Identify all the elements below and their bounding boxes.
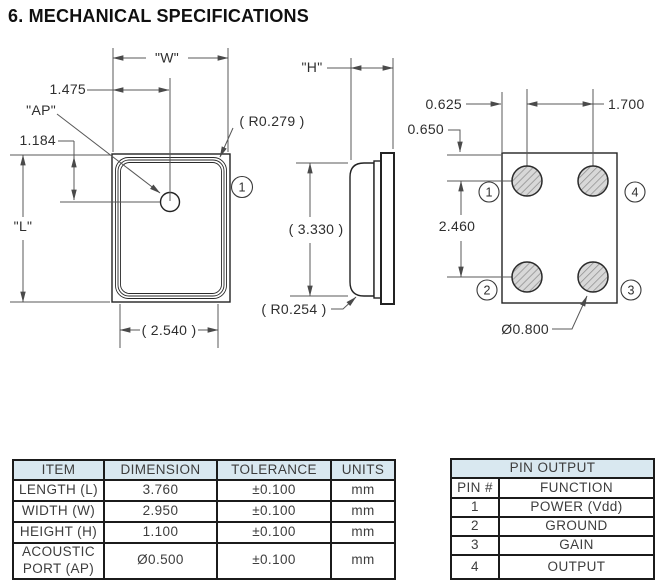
spec-row-height: HEIGHT (H) 1.100 ±0.100 mm [12,521,396,544]
pin-cell-function: POWER (Vdd) [497,497,656,518]
pin-cell-number: 3 [450,535,500,556]
side-extension-lines [290,58,394,297]
pad-balloon-1 [478,181,500,203]
pin-row-1: 1 POWER (Vdd) [450,497,656,518]
pin-header-row: PIN # FUNCTION [450,477,656,499]
spec-header-row: ITEM DIMENSION TOLERANCE UNITS [12,459,396,481]
pad-balloon-2 [476,279,498,301]
spec-cell-dimension: 3.760 [103,479,218,502]
pin-cell-function: GAIN [497,535,656,556]
package-outline [111,153,231,303]
spec-cell-item: LENGTH (L) [12,479,105,502]
pin-cell-number: 4 [450,554,500,580]
seam-strip [373,160,382,299]
base-radius-leader [331,296,357,310]
spec-cell-item: WIDTH (W) [12,500,105,523]
pad-1 [511,165,543,197]
pin-table-title: PIN OUTPUT [449,458,656,479]
base-width-label: ( 2.540 ) [142,322,197,338]
spec-cell-tolerance: ±0.100 [216,521,332,544]
pad-diameter-leader [552,295,588,330]
lid-radius-label: ( R0.279 ) [239,113,304,129]
pin-cell-number: 2 [450,516,500,537]
pin-row-4: 4 OUTPUT [450,554,656,580]
spec-col-header-item: ITEM [12,459,105,481]
pad-balloon-3-label: 3 [628,284,635,298]
pin-col-header-function: FUNCTION [497,477,656,499]
spec-cell-units: mm [330,479,396,502]
pad-balloon-2-label: 2 [484,284,491,298]
spec-cell-units: mm [330,500,396,523]
pin1-balloon-front [230,175,254,199]
spec-cell-item: ACOUSTIC PORT (AP) [12,542,105,580]
side-view: "H" ( 3.330 ) ( R0.254 ) [261,58,395,317]
pad-2 [511,261,543,293]
spec-cell-tolerance: ±0.100 [216,479,332,502]
spec-row-acoustic-port: ACOUSTIC PORT (AP) Ø0.500 ±0.100 mm [12,542,396,580]
pin-table-title-row: PIN OUTPUT [449,458,656,479]
pin-cell-function: OUTPUT [497,554,656,580]
spec-col-header-tolerance: TOLERANCE [216,459,332,481]
dim-line-edge-to-pad-y [448,129,463,153]
lid-outline-1 [115,157,227,299]
can-height-label: ( 3.330 ) [289,221,344,237]
pad-diameter-label: Ø0.800 [501,321,549,337]
dim-width-label: "W" [155,50,179,66]
dim-length-label: "L" [14,218,33,234]
pin-col-header-number: PIN # [450,477,500,499]
edge-to-pad-y-label: 0.650 [407,121,444,137]
spec-cell-units: mm [330,521,396,544]
spec-row-width: WIDTH (W) 2.950 ±0.100 mm [12,500,396,523]
dim-ap-y-label: 1.184 [19,132,56,148]
pitch-y-label: 2.460 [439,218,476,234]
pin1-balloon-front-label: 1 [239,181,246,195]
front-view: "W" 1.475 "AP" 1.184 "L" ( 2.540 ) ( R0.… [10,48,304,348]
spec-cell-dimension: 1.100 [103,521,218,544]
pad-extension-lines [447,89,604,278]
dim-ap-x-label: 1.475 [49,81,86,97]
lid-radius-leader [219,127,234,158]
pin-row-3: 3 GAIN [450,535,656,556]
ap-label: "AP" [26,102,56,118]
pitch-x-label: 1.700 [608,96,645,112]
pin-cell-function: GROUND [497,516,656,537]
spec-cell-item: HEIGHT (H) [12,521,105,544]
dim-height-label: "H" [302,59,323,75]
spec-cell-tolerance: ±0.100 [216,500,332,523]
lid-outline-3 [120,162,222,294]
spec-cell-tolerance: ±0.100 [216,542,332,580]
pin-row-2: 2 GROUND [450,516,656,537]
pad-balloon-3 [620,279,642,301]
page-title: 6. MECHANICAL SPECIFICATIONS [8,6,309,26]
pad-balloon-4 [624,181,646,203]
spec-cell-dimension: 2.950 [103,500,218,523]
edge-to-pad-x-label: 0.625 [425,96,462,112]
pad-view: 1 4 2 3 0.625 1.700 0.650 2.460 Ø0.800 [407,89,646,337]
spec-col-header-units: UNITS [330,459,396,481]
pad-4 [577,165,609,197]
base-radius-label: ( R0.254 ) [261,301,326,317]
mechanical-drawing: "W" 1.475 "AP" 1.184 "L" ( 2.540 ) ( R0.… [10,48,646,348]
front-extension-lines [10,48,229,348]
pin-cell-number: 1 [450,497,500,518]
pcb-profile [380,152,395,305]
can-profile [349,162,375,297]
pad-balloon-1-label: 1 [486,186,493,200]
spec-col-header-dimension: DIMENSION [103,459,218,481]
lid-outline-2 [117,159,225,297]
pin-table: PIN OUTPUT PIN # FUNCTION 1 POWER (Vdd) … [449,458,656,580]
spec-table: ITEM DIMENSION TOLERANCE UNITS LENGTH (L… [12,459,396,580]
spec-row-length: LENGTH (L) 3.760 ±0.100 mm [12,479,396,502]
spec-cell-dimension: Ø0.500 [103,542,218,580]
spec-cell-units: mm [330,542,396,580]
pad-balloon-4-label: 4 [632,186,639,200]
pad-3 [577,261,609,293]
ap-leader-line [56,113,161,194]
